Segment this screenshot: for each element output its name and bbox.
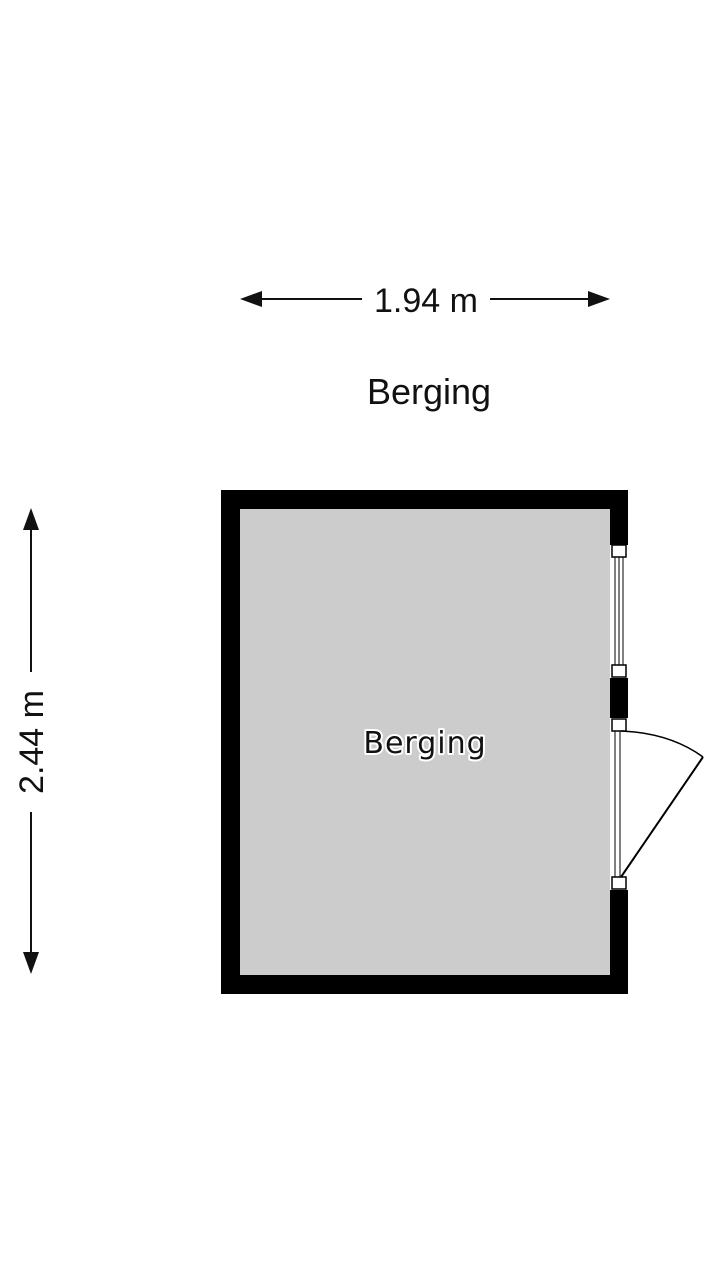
width-dimension: 1.94 m xyxy=(240,282,610,320)
room-floor xyxy=(240,509,610,975)
wall-pillar xyxy=(610,678,628,718)
height-dimension: 2.44 m xyxy=(13,508,51,974)
width-arrowhead-right xyxy=(588,291,610,307)
height-arrowhead-bottom xyxy=(23,952,39,974)
room-label: Berging xyxy=(363,726,486,761)
window-frame-top xyxy=(611,544,627,558)
height-arrowhead-top xyxy=(23,508,39,530)
height-label: 2.44 m xyxy=(13,690,51,794)
door-swing-arc xyxy=(620,730,704,758)
door-frame-top xyxy=(611,718,627,732)
door-frame-bottom xyxy=(611,876,627,890)
door-leaf xyxy=(620,756,704,878)
room: Berging xyxy=(221,490,704,994)
plan-title: Berging xyxy=(367,371,491,412)
window-frame-bottom xyxy=(611,664,627,678)
width-arrowhead-left xyxy=(240,291,262,307)
door-opening xyxy=(610,718,628,890)
width-label: 1.94 m xyxy=(374,282,478,320)
